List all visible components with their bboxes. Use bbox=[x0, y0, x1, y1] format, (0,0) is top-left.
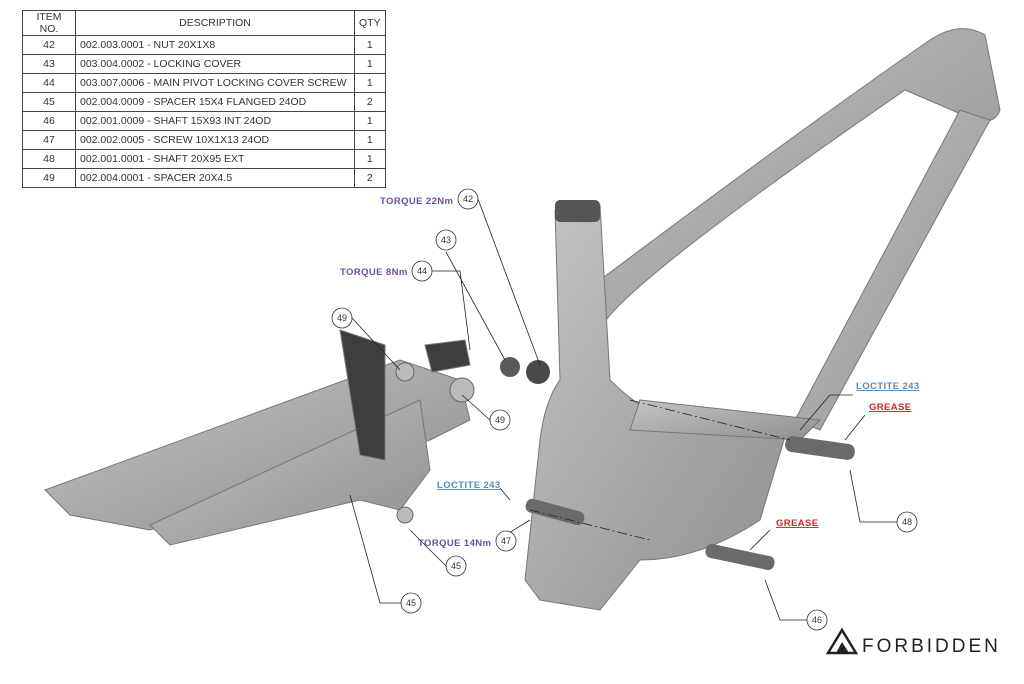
loctite-lower-label: LOCTITE 243 bbox=[437, 480, 501, 491]
item-number-cell: 49 bbox=[22, 168, 76, 188]
callout-bubbles: 42 43 44 49 49 45 45 47 48 46 bbox=[331, 188, 918, 631]
torque-22-label: TORQUE 22Nm bbox=[380, 196, 453, 207]
leader-lines bbox=[349, 198, 897, 621]
callout-circle bbox=[400, 592, 422, 614]
shaft-48-part bbox=[785, 436, 855, 460]
callout-circle bbox=[495, 530, 517, 552]
callout-number: 47 bbox=[501, 536, 511, 546]
description-cell: 002.004.0009 - SPACER 15X4 FLANGED 24OD bbox=[75, 92, 355, 112]
spacer-49b-part bbox=[395, 362, 415, 382]
front-triangle bbox=[524, 28, 1001, 611]
locking-cover-part bbox=[500, 357, 520, 377]
callout-circle bbox=[445, 555, 467, 577]
shaft-46-part bbox=[705, 543, 775, 571]
spacer-45-part bbox=[396, 506, 414, 524]
callout-number: 44 bbox=[417, 266, 427, 276]
nut-part bbox=[526, 360, 550, 384]
torque-14-label: TORQUE 14Nm bbox=[418, 538, 491, 549]
loctite-upper-label: LOCTITE 243 bbox=[856, 381, 920, 392]
callout-number: 49 bbox=[337, 313, 347, 323]
callout-circle bbox=[457, 188, 479, 210]
callout-circle bbox=[896, 511, 918, 533]
callout-number: 48 bbox=[902, 517, 912, 527]
callout-circle bbox=[489, 409, 511, 431]
header-description: DESCRIPTION bbox=[75, 10, 355, 36]
callout-number: 43 bbox=[441, 235, 451, 245]
torque-8-label: TORQUE 8Nm bbox=[340, 267, 408, 278]
spacer-49-part bbox=[449, 377, 475, 403]
callout-number: 45 bbox=[406, 598, 416, 608]
callout-circle bbox=[435, 229, 457, 251]
callout-number: 46 bbox=[812, 615, 822, 625]
callout-circle bbox=[806, 609, 828, 631]
rear-triangle bbox=[44, 329, 471, 546]
header-item-no: ITEM NO. bbox=[22, 10, 76, 36]
screw-47-part bbox=[525, 498, 585, 526]
callout-number: 49 bbox=[495, 415, 505, 425]
headtube-top bbox=[555, 200, 600, 222]
table-header-row: ITEM NO. DESCRIPTION QTY bbox=[22, 10, 386, 36]
description-cell: 003.004.0002 - LOCKING COVER bbox=[75, 54, 355, 74]
brand-name: FORBIDDEN bbox=[862, 636, 1001, 657]
callout-number: 45 bbox=[451, 561, 461, 571]
qty-cell: 2 bbox=[354, 168, 386, 188]
callout-circle bbox=[411, 260, 433, 282]
description-cell: 002.004.0001 - SPACER 20X4.5 bbox=[75, 168, 355, 188]
grease-upper-label: GREASE bbox=[869, 402, 912, 413]
callout-circle bbox=[331, 307, 353, 329]
hardware-parts bbox=[395, 357, 855, 571]
forbidden-logo-icon bbox=[825, 627, 859, 655]
callout-number: 42 bbox=[463, 194, 473, 204]
grease-lower-label: GREASE bbox=[776, 518, 819, 529]
